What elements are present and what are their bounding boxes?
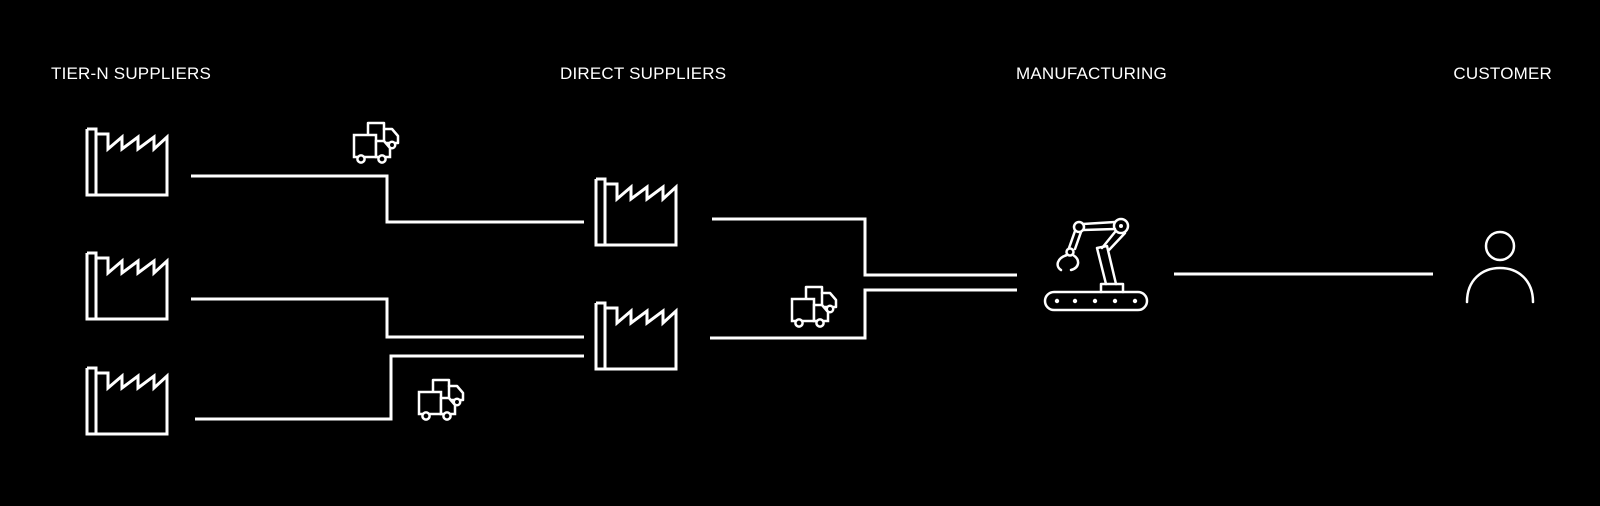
connection-line — [195, 354, 584, 421]
delivery-trucks-icon — [790, 285, 838, 328]
person-icon — [1465, 230, 1535, 304]
factory-icon — [594, 177, 678, 247]
factory-icon — [85, 251, 169, 321]
column-label-direct-suppliers: DIRECT SUPPLIERS — [560, 64, 727, 83]
factory-icon — [85, 127, 169, 197]
column-label-customer: CUSTOMER — [1453, 64, 1552, 83]
delivery-trucks-icon — [352, 121, 400, 164]
column-label-tier-n-suppliers: TIER-N SUPPLIERS — [51, 64, 212, 83]
delivery-trucks-icon — [417, 378, 465, 421]
column-label-manufacturing: MANUFACTURING — [1016, 64, 1167, 83]
factory-icon — [594, 301, 678, 371]
connection-line — [191, 297, 584, 339]
connection-line — [710, 288, 1017, 340]
factory-icon — [85, 366, 169, 436]
robotic-arm-icon — [1043, 217, 1149, 312]
connection-line — [712, 217, 1017, 277]
connection-line — [191, 174, 584, 224]
